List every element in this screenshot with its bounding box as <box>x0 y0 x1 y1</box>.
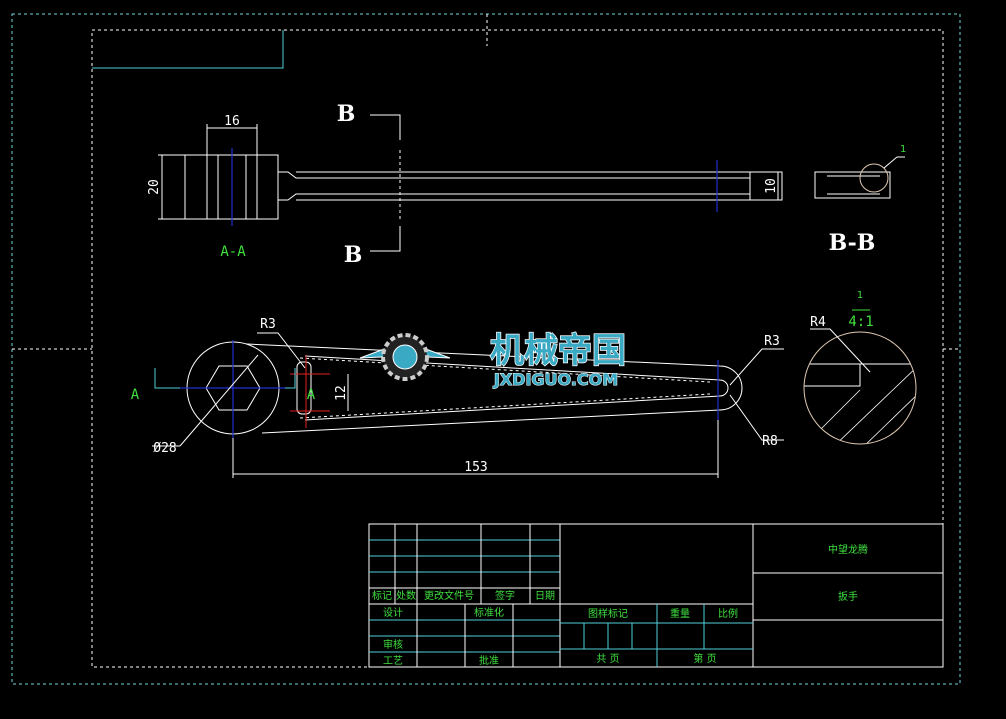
section-aa-view <box>158 124 783 226</box>
tb-company: 中望龙腾 <box>828 543 868 556</box>
cut-line-b <box>370 114 401 252</box>
dim-length-153: 153 <box>464 460 487 475</box>
tb-scale: 比例 <box>718 607 738 620</box>
detail-scale: 4:1 <box>848 314 873 330</box>
tb-review: 审核 <box>383 638 403 651</box>
tb-signature: 签字 <box>495 589 515 602</box>
tb-approve: 批准 <box>479 654 499 667</box>
cut-b-label-bottom: B <box>344 242 363 268</box>
cut-a-label-right: A <box>307 387 316 403</box>
tb-total-pages: 共 页 <box>596 653 619 665</box>
tb-change-doc: 更改文件号 <box>424 589 474 602</box>
radius-r3-right: R3 <box>764 334 780 349</box>
tb-date: 日期 <box>535 590 555 602</box>
tb-count: 处数 <box>396 589 416 602</box>
radius-r3-left: R3 <box>260 317 276 332</box>
section-bb-label: B-B <box>829 230 876 256</box>
dim-bar-10: 10 <box>764 178 779 194</box>
dim-width-16: 16 <box>224 114 240 129</box>
detail-ref: 1 <box>857 290 863 301</box>
outer-sheet-border <box>11 13 961 685</box>
radius-r4: R4 <box>810 315 826 330</box>
detail-view <box>803 309 917 445</box>
dim-slot-12: 12 <box>334 385 349 401</box>
title-block <box>368 523 944 668</box>
tb-standard: 标准化 <box>474 606 504 619</box>
section-aa-label: A-A <box>220 244 246 260</box>
plan-view <box>152 332 784 478</box>
tb-part-name: 扳手 <box>838 590 858 603</box>
tb-drawing-mark: 图样标记 <box>588 607 628 620</box>
dim-height-20: 20 <box>147 179 162 195</box>
tb-process: 工艺 <box>383 655 403 667</box>
tb-weight: 重量 <box>670 607 690 620</box>
svg-text:机械帝国: 机械帝国 <box>490 331 626 371</box>
watermark-logo: 机械帝国 JXDIGUO.COM <box>359 330 627 390</box>
tb-design: 设计 <box>383 606 403 619</box>
cut-b-label-top: B <box>337 101 356 127</box>
tb-mark: 标记 <box>372 590 392 602</box>
code-box <box>92 30 284 69</box>
section-bb-view <box>814 156 905 199</box>
section-bb-detail-ref: 1 <box>900 144 906 155</box>
svg-text:JXDIGUO.COM: JXDIGUO.COM <box>493 370 618 389</box>
cut-a-label-left: A <box>131 387 140 403</box>
diameter-28: Ø28 <box>153 441 176 456</box>
radius-r8: R8 <box>762 434 778 449</box>
tb-page-no: 第 页 <box>693 652 716 665</box>
